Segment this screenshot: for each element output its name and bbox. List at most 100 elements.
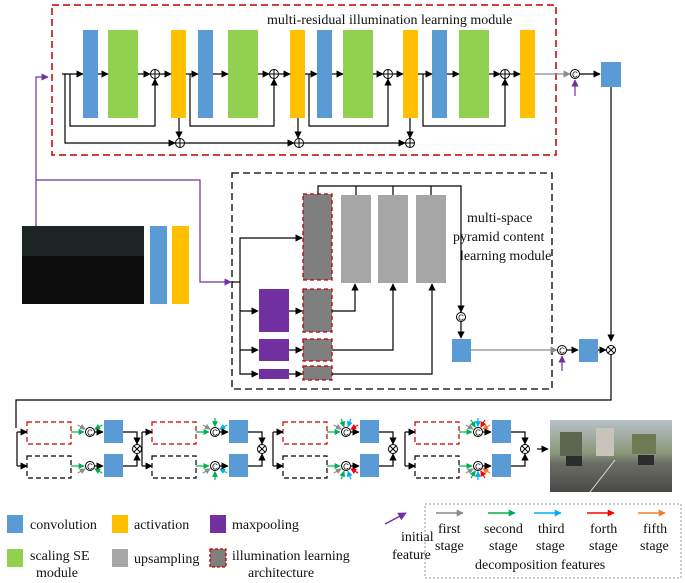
feature-arrow bbox=[77, 468, 86, 475]
flow-line bbox=[511, 453, 529, 467]
legend-maxpooling: maxpooling bbox=[232, 518, 299, 533]
flow-line bbox=[123, 431, 141, 445]
conv-block bbox=[360, 454, 379, 477]
flow-line bbox=[379, 431, 397, 445]
se-block bbox=[343, 30, 373, 118]
legend-convolution: convolution bbox=[30, 518, 97, 533]
concat-symbol: C bbox=[212, 429, 218, 438]
illumination-arch-block bbox=[302, 365, 333, 381]
conv-block bbox=[452, 339, 471, 362]
svg-text:C: C bbox=[559, 347, 565, 356]
flow-line bbox=[379, 453, 397, 467]
concat-node bbox=[341, 427, 351, 437]
se-block bbox=[228, 30, 258, 118]
stage-feature-box bbox=[151, 421, 197, 445]
legend-stage-box bbox=[424, 503, 682, 579]
legend-stage2-2: stage bbox=[489, 539, 518, 554]
multiply-symbol bbox=[521, 445, 529, 453]
legend-decomposition: decomposition features bbox=[475, 558, 605, 573]
conv-block bbox=[579, 339, 598, 362]
concat-node bbox=[85, 461, 95, 471]
feature-arrow bbox=[480, 470, 487, 479]
concat-symbol: C bbox=[343, 463, 349, 472]
concat-node bbox=[210, 461, 220, 471]
maxpool-block bbox=[259, 369, 289, 379]
conv-block bbox=[601, 62, 621, 87]
legend-initial-1: initial bbox=[401, 530, 434, 545]
legend-stage5-2: stage bbox=[640, 539, 669, 554]
stage-feature-box bbox=[414, 455, 460, 479]
feature-arrow bbox=[469, 419, 476, 428]
activation-block bbox=[520, 30, 535, 118]
multiply-symbol bbox=[133, 445, 141, 453]
stage-feature-box bbox=[151, 455, 197, 479]
concat-node bbox=[210, 427, 220, 437]
svg-text:C: C bbox=[572, 71, 578, 80]
feature-arrow bbox=[202, 468, 211, 475]
feature-arrow bbox=[202, 423, 211, 430]
legend-activation: activation bbox=[134, 518, 189, 533]
legend-upsampling: upsampling bbox=[134, 552, 199, 567]
legend-stage2-1: second bbox=[484, 522, 523, 537]
maxpool-block bbox=[259, 289, 289, 332]
legend-scaling-se-2: module bbox=[36, 566, 78, 581]
feature-arrow bbox=[482, 468, 491, 475]
legend-illum-swatch bbox=[209, 548, 227, 568]
activation-block bbox=[172, 226, 189, 304]
conv-block bbox=[229, 454, 248, 477]
flow-line bbox=[123, 453, 141, 467]
legend-initial-2: feature bbox=[392, 548, 431, 563]
concat-node bbox=[473, 427, 483, 437]
pyramid-title-line2: pyramid content bbox=[453, 230, 544, 245]
stage-feature-box bbox=[282, 421, 328, 445]
se-block bbox=[459, 30, 489, 118]
conv-block bbox=[104, 420, 123, 443]
conv-block bbox=[492, 420, 511, 443]
feature-arrow bbox=[350, 468, 359, 475]
illumination-module-title: multi-residual illumination learning mod… bbox=[267, 13, 512, 28]
svg-text:C: C bbox=[458, 314, 464, 323]
conv-block bbox=[432, 30, 447, 118]
feature-arrow bbox=[469, 470, 476, 479]
conv-block bbox=[360, 420, 379, 443]
upsampling-block bbox=[341, 195, 371, 283]
legend-activation-swatch bbox=[112, 515, 128, 533]
conv-block bbox=[229, 420, 248, 443]
flow-line bbox=[248, 453, 266, 467]
illumination-module-border bbox=[51, 4, 557, 156]
concat-symbol: C bbox=[475, 463, 481, 472]
feature-arrow bbox=[482, 423, 491, 430]
feature-arrow bbox=[480, 419, 487, 428]
flow-line bbox=[248, 431, 266, 445]
pyramid-module-border bbox=[231, 172, 553, 390]
stage-feature-box bbox=[282, 455, 328, 479]
illumination-arch-block bbox=[302, 193, 333, 281]
feature-arrow bbox=[333, 468, 342, 475]
activation-block bbox=[171, 30, 186, 118]
conv-block bbox=[83, 30, 98, 118]
conv-block bbox=[492, 454, 511, 477]
legend-stage3-2: stage bbox=[536, 539, 565, 554]
legend-stage4-1: forth bbox=[590, 522, 617, 537]
flow-line bbox=[511, 431, 529, 445]
concat-symbol: C bbox=[475, 429, 481, 438]
feature-arrow bbox=[333, 423, 342, 430]
conv-block bbox=[104, 454, 123, 477]
stage-feature-box bbox=[414, 421, 460, 445]
legend-stage1-1: first bbox=[438, 522, 461, 537]
legend-conv-swatch bbox=[7, 515, 23, 533]
maxpool-block bbox=[259, 339, 289, 361]
stage-feature-box bbox=[26, 455, 72, 479]
illumination-arch-block bbox=[302, 288, 333, 333]
pyramid-title-line3: learning module bbox=[460, 249, 551, 264]
concat-symbol: C bbox=[87, 429, 93, 438]
feature-arrow bbox=[339, 418, 346, 428]
stage-feature-box bbox=[26, 421, 72, 445]
conv-block bbox=[317, 30, 332, 118]
legend-stage4-2: stage bbox=[589, 539, 618, 554]
illumination-arch-block bbox=[302, 338, 333, 362]
activation-block bbox=[403, 30, 418, 118]
upsampling-block bbox=[416, 195, 446, 283]
